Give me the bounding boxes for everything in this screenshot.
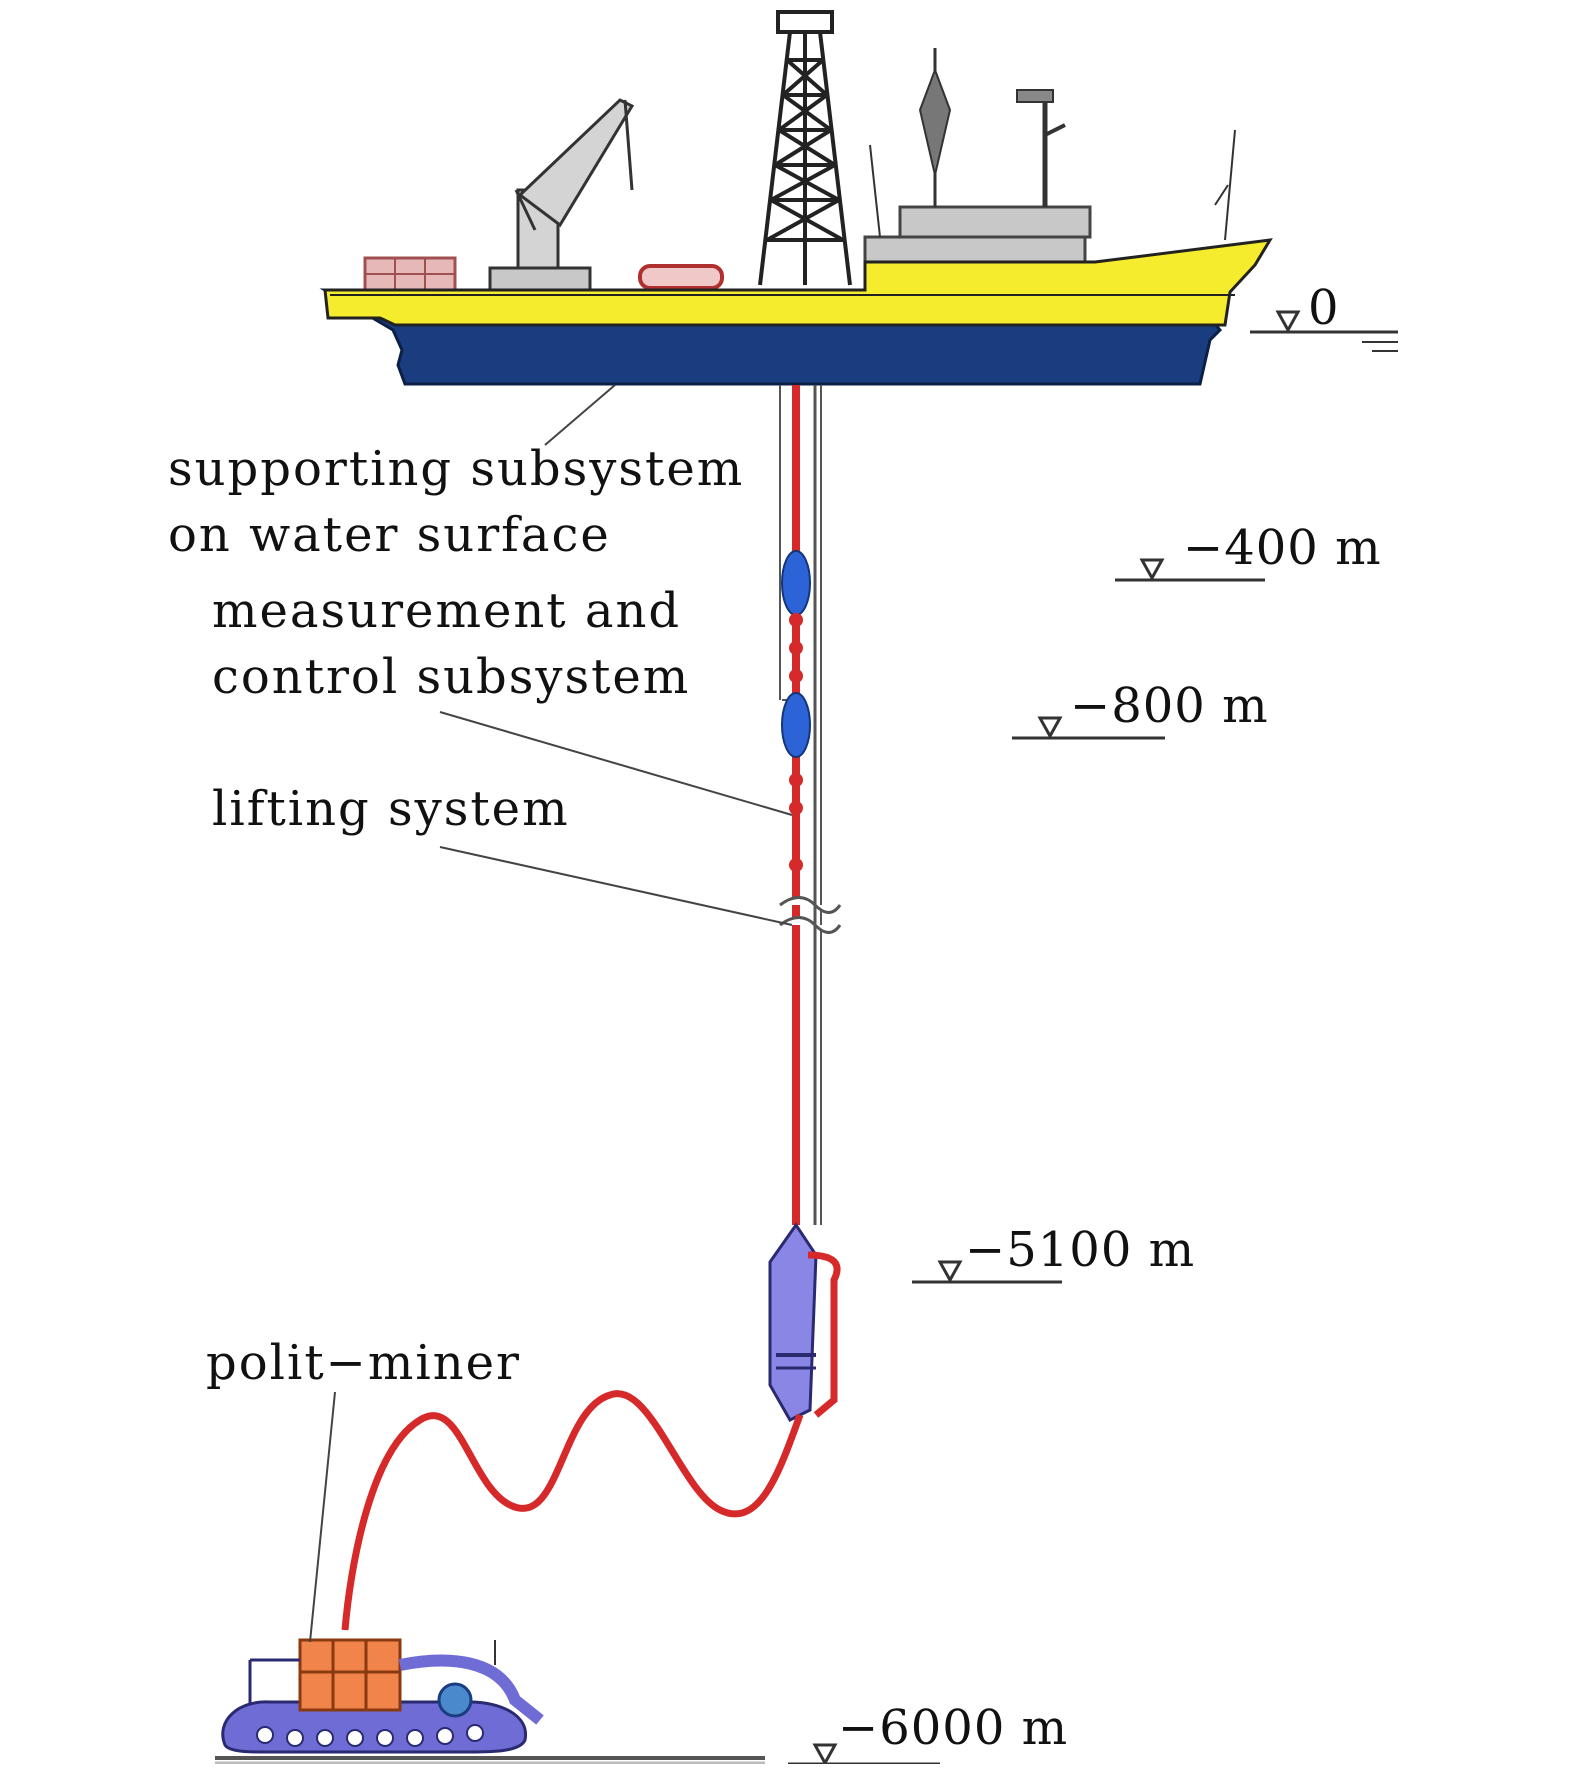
- lifting-riser: [779, 385, 842, 1225]
- flexible-hose: [341, 1390, 804, 1631]
- float-icon: [781, 550, 811, 616]
- label-surface-subsystem-line1: supporting subsystem: [168, 441, 745, 497]
- ship-icon: [319, 10, 1273, 386]
- label-surface-subsystem-line2: on water surface: [168, 507, 611, 563]
- label-measurement-control-line2: control subsystem: [212, 649, 691, 705]
- label-polit-miner: polit−miner: [206, 1335, 521, 1391]
- derrick-icon: [758, 10, 852, 286]
- float-icon: [781, 692, 811, 758]
- leader-lines: [309, 384, 793, 1643]
- depth-marker-6000: −6000 m: [838, 1700, 1069, 1756]
- crane-icon: [488, 98, 635, 292]
- seabed: [215, 1756, 765, 1767]
- deck-cargo: [363, 256, 724, 292]
- label-lifting-system: lifting system: [212, 781, 570, 837]
- miner-icon: [221, 1638, 544, 1754]
- label-measurement-control-line1: measurement and: [212, 583, 682, 639]
- depth-marker-5100: −5100 m: [965, 1222, 1196, 1278]
- depth-marker-800: −800 m: [1070, 678, 1269, 734]
- buffer-icon: [768, 1222, 841, 1422]
- superstructure: [863, 48, 1236, 269]
- hull: [319, 238, 1273, 386]
- depth-marker-0: 0: [1308, 280, 1340, 336]
- depth-marker-400: −400 m: [1183, 520, 1382, 576]
